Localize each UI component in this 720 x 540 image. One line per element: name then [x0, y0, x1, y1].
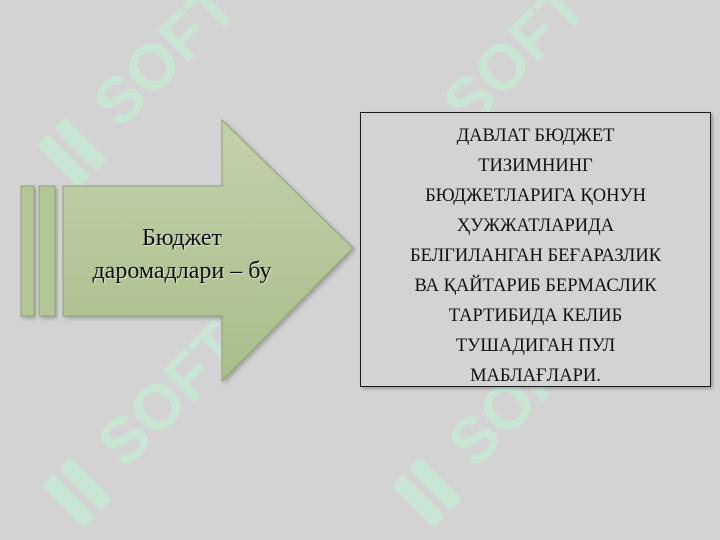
arrow-label-text: Бюджет даромадлари – бу: [92, 225, 272, 284]
arrow-label: Бюджет даромадлари – бу: [62, 222, 302, 288]
definition-box: ДАВЛАТ БЮДЖЕТ ТИЗИМНИНГ БЮДЖЕТЛАРИГА ҚОН…: [360, 112, 711, 387]
arrow-stripe-2: [38, 185, 56, 317]
definition-text: ДАВЛАТ БЮДЖЕТ ТИЗИМНИНГ БЮДЖЕТЛАРИГА ҚОН…: [409, 126, 662, 386]
arrow-stripe-1: [20, 185, 35, 317]
arrow-shape: [62, 118, 354, 383]
